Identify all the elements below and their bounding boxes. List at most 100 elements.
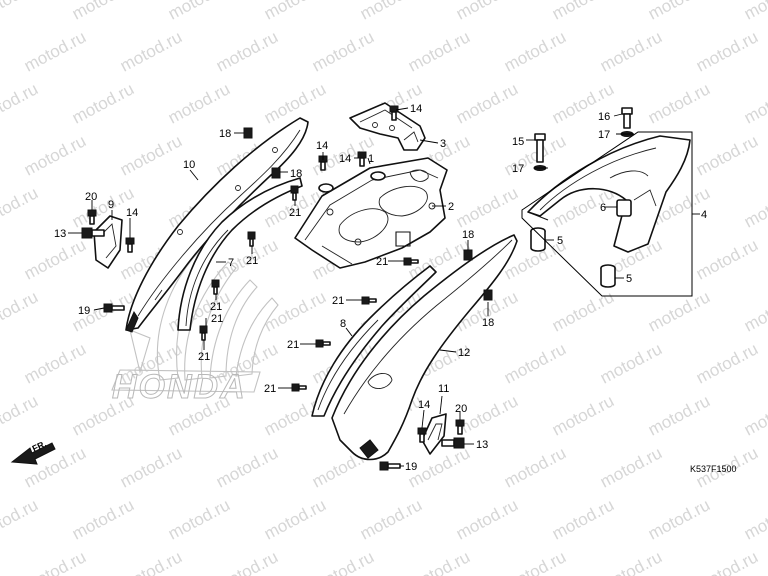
watermark-text: motod.ru <box>597 547 665 576</box>
watermark-text: motod.ru <box>645 0 713 24</box>
watermark-text: motod.ru <box>597 443 665 491</box>
callout-12: 12 <box>458 347 470 359</box>
watermark-text: motod.ru <box>0 391 41 439</box>
callout-14: 14 <box>418 399 430 411</box>
callout-14: 14 <box>126 207 138 219</box>
clip-14-a <box>389 105 399 121</box>
watermark-text: motod.ru <box>357 0 425 24</box>
callout-15: 15 <box>512 136 524 148</box>
callout-10: 10 <box>183 159 195 171</box>
screw-21-a <box>290 185 299 201</box>
bolt-15 <box>534 133 546 163</box>
clip-18-a <box>243 127 253 139</box>
watermark-text: motod.ru <box>597 27 665 75</box>
grommet-1-right <box>370 171 386 181</box>
callout-21: 21 <box>264 383 276 395</box>
watermark-text: motod.ru <box>21 339 89 387</box>
clip-18-b <box>271 167 281 179</box>
screw-19-bottom <box>379 461 401 471</box>
watermark-text: motod.ru <box>693 547 761 576</box>
callout-8: 8 <box>340 318 346 330</box>
screw-21-h <box>291 383 307 392</box>
part-5-collar-upper <box>530 227 546 252</box>
watermark-text: motod.ru <box>69 79 137 127</box>
watermark-text: motod.ru <box>405 547 473 576</box>
watermark-text: motod.ru <box>165 79 233 127</box>
callout-labels: 14 3 14 1 14 2 18 18 10 21 20 9 14 13 21… <box>54 103 707 473</box>
callout-4: 4 <box>701 209 707 221</box>
watermark-text: motod.ru <box>309 547 377 576</box>
callout-1: 1 <box>368 153 374 165</box>
watermark-text: motod.ru <box>741 183 768 231</box>
watermark-text: motod.ru <box>69 495 137 543</box>
callout-14: 14 <box>410 103 422 115</box>
callout-13: 13 <box>476 439 488 451</box>
part-5-collar-lower <box>600 264 616 288</box>
bolt-16 <box>621 107 633 129</box>
callout-14: 14 <box>316 140 328 152</box>
watermark-text: motod.ru <box>645 391 713 439</box>
watermark-text: motod.ru <box>501 27 569 75</box>
watermark-text: motod.ru <box>549 495 617 543</box>
watermark-text: motod.ru <box>645 79 713 127</box>
watermark-text: motod.ru <box>405 27 473 75</box>
callout-3: 3 <box>440 138 446 150</box>
watermark-text: motod.ru <box>597 339 665 387</box>
grommet-1-left <box>318 183 334 193</box>
watermark-text: motod.ru <box>453 183 521 231</box>
watermark-text: motod.ru <box>117 131 185 179</box>
callout-17: 17 <box>598 129 610 141</box>
watermark-text: motod.ru <box>741 0 768 24</box>
watermark-text: motod.ru <box>501 339 569 387</box>
screw-20-right <box>455 419 465 435</box>
watermark-text: motod.ru <box>21 131 89 179</box>
watermark-text: motod.ru <box>453 79 521 127</box>
watermark-text: motod.ru <box>741 391 768 439</box>
watermark-text: motod.ru <box>261 287 329 335</box>
callout-18: 18 <box>219 128 231 140</box>
watermark-text: motod.ru <box>645 287 713 335</box>
part-4-grab-rail <box>527 135 691 253</box>
callout-9: 9 <box>108 199 114 211</box>
fastener-group <box>81 105 634 471</box>
callout-20: 20 <box>85 191 97 203</box>
clip-18-c <box>463 249 473 261</box>
part-8-right-trim-strip <box>311 265 437 417</box>
watermark-text: motod.ru <box>117 443 185 491</box>
bolt-13-right <box>441 437 465 449</box>
callout-17: 17 <box>512 163 524 175</box>
watermark-text: motod.ru <box>693 131 761 179</box>
honda-logo-text: HONDA <box>112 368 247 406</box>
callout-21: 21 <box>211 313 223 325</box>
part-12-right-side-cover <box>331 234 518 461</box>
watermark-text: motod.ru <box>0 495 41 543</box>
clip-14-d <box>125 237 135 253</box>
watermark-text: motod.ru <box>453 495 521 543</box>
watermark-text: motod.ru <box>549 287 617 335</box>
callout-20: 20 <box>455 403 467 415</box>
callout-21: 21 <box>210 301 222 313</box>
watermark-text: motod.ru <box>117 547 185 576</box>
callout-18: 18 <box>290 168 302 180</box>
callout-18: 18 <box>462 229 474 241</box>
callout-19: 19 <box>405 461 417 473</box>
part-11-right-bracket <box>421 413 447 455</box>
watermark-text: motod.ru <box>0 79 41 127</box>
callout-5: 5 <box>626 273 632 285</box>
part-9-left-bracket <box>93 215 123 269</box>
clip-14-e <box>417 427 427 443</box>
callout-2: 2 <box>448 201 454 213</box>
watermark-text: motod.ru <box>549 391 617 439</box>
callout-leaders <box>68 107 700 467</box>
watermark-text: motod.ru <box>213 27 281 75</box>
watermark-text: motod.ru <box>261 495 329 543</box>
screw-21-e <box>403 257 419 266</box>
callout-21: 21 <box>289 207 301 219</box>
callout-11: 11 <box>438 383 449 395</box>
watermark-text: motod.ru <box>693 27 761 75</box>
watermark-text: motod.ru <box>261 0 329 24</box>
screw-21-d <box>199 325 208 341</box>
